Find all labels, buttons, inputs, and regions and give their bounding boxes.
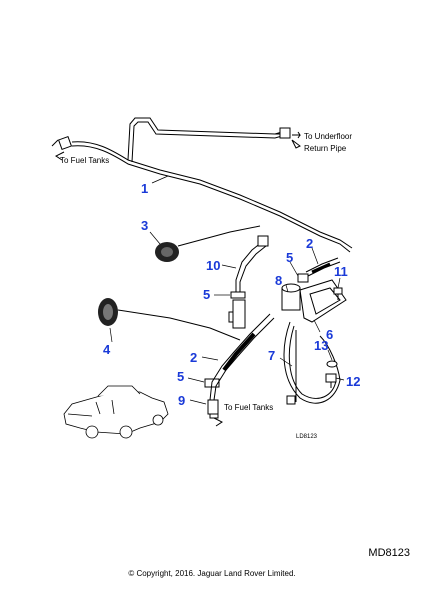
plate-7 bbox=[283, 321, 341, 405]
callout-12: 12 bbox=[346, 374, 360, 389]
copyright-notice: © Copyright, 2016. Jaguar Land Rover Lim… bbox=[128, 569, 296, 578]
grommet-4 bbox=[98, 298, 241, 341]
hose-10 bbox=[235, 235, 269, 296]
label-to-fuel-tanks-bottom: To Fuel Tanks bbox=[224, 403, 273, 412]
callout-2-upper: 2 bbox=[306, 236, 313, 251]
arrow-underfloor bbox=[292, 131, 301, 139]
pipe-connector-right bbox=[279, 127, 301, 149]
callout-2-lower: 2 bbox=[190, 350, 197, 365]
arrow-fuel-tanks-top bbox=[55, 151, 65, 161]
callout-4: 4 bbox=[103, 342, 111, 357]
clip-5-top bbox=[230, 291, 246, 299]
callout-5-bottom: 5 bbox=[177, 369, 184, 384]
car-illustration bbox=[63, 385, 169, 439]
clip-5-right bbox=[297, 273, 309, 283]
hose-2-upper bbox=[305, 257, 341, 277]
label-to-fuel-tanks-top: To Fuel Tanks bbox=[60, 156, 109, 165]
arrow-fuel-tanks-bottom bbox=[213, 417, 223, 427]
callout-1: 1 bbox=[141, 181, 148, 196]
label-drawing-code: LD8123 bbox=[296, 434, 318, 440]
fitting-9 bbox=[207, 399, 219, 419]
callout-5-right: 5 bbox=[286, 250, 293, 265]
filter-body bbox=[228, 299, 246, 329]
callout-9: 9 bbox=[178, 393, 185, 408]
bracket-6 bbox=[299, 279, 347, 323]
callout-6: 6 bbox=[326, 327, 333, 342]
leader-lines bbox=[109, 175, 345, 405]
grommet-3 bbox=[155, 225, 261, 262]
callout-11: 11 bbox=[334, 264, 348, 279]
callout-8: 8 bbox=[275, 273, 282, 288]
return-pipe bbox=[71, 117, 353, 253]
callout-5-middle: 5 bbox=[203, 287, 210, 302]
callout-3: 3 bbox=[141, 218, 148, 233]
callout-7: 7 bbox=[268, 348, 275, 363]
pipe-connector-left bbox=[51, 135, 73, 151]
callout-10: 10 bbox=[206, 258, 220, 273]
reference-code: MD8123 bbox=[368, 547, 410, 559]
label-to-underfloor-1: To Underfloor bbox=[304, 132, 352, 141]
callout-13: 13 bbox=[314, 338, 328, 353]
washer-13 bbox=[326, 360, 338, 368]
label-to-underfloor-2: Return Pipe bbox=[304, 144, 347, 153]
